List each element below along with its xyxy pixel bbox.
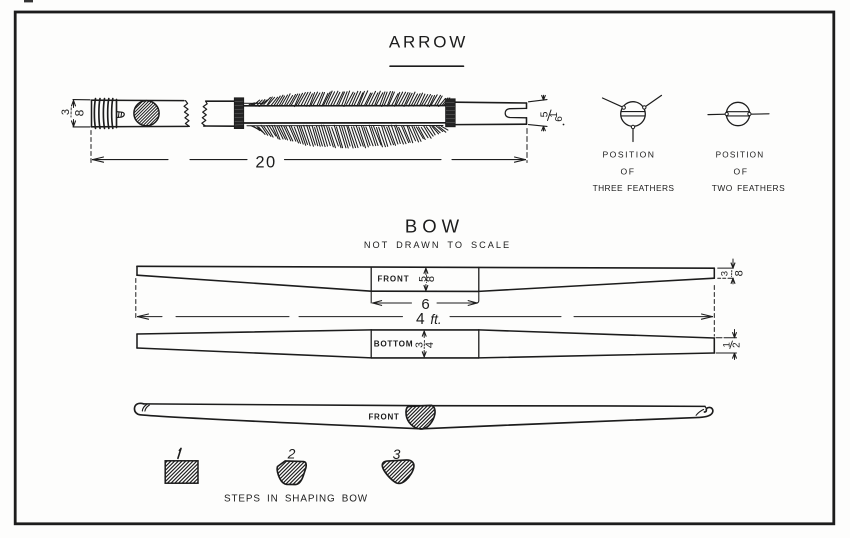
svg-text:OF: OF [621, 167, 636, 177]
svg-text:3: 3 [414, 342, 426, 348]
svg-text:FRONT: FRONT [377, 274, 409, 283]
svg-text:4: 4 [424, 342, 436, 348]
svg-text:6: 6 [554, 116, 565, 122]
svg-text:3: 3 [60, 109, 72, 115]
svg-text:POSITION: POSITION [716, 151, 765, 160]
svg-text:20: 20 [255, 154, 276, 172]
svg-text:NOT DRAWN TO SCALE: NOT DRAWN TO SCALE [364, 240, 511, 250]
svg-text:THREE FEATHERS: THREE FEATHERS [593, 183, 675, 193]
svg-text:6: 6 [421, 296, 429, 313]
svg-text:FRONT: FRONT [368, 412, 399, 421]
svg-text:1: 1 [721, 342, 732, 347]
svg-text:POSITION: POSITION [602, 150, 655, 160]
svg-text:1: 1 [549, 112, 560, 118]
svg-text:5: 5 [539, 111, 551, 117]
svg-text:3: 3 [393, 446, 401, 462]
svg-text:2: 2 [287, 446, 296, 462]
svg-text:ft.: ft. [430, 312, 441, 327]
svg-text:TWO FEATHERS: TWO FEATHERS [712, 183, 785, 193]
svg-text:BOTTOM: BOTTOM [374, 340, 414, 349]
svg-text:5: 5 [417, 276, 429, 282]
svg-text:8: 8 [73, 109, 87, 116]
svg-text:2: 2 [731, 342, 742, 347]
svg-text:4: 4 [416, 311, 425, 328]
svg-text:3: 3 [719, 271, 730, 276]
svg-text:BOW: BOW [405, 216, 464, 237]
svg-text:8: 8 [425, 276, 437, 282]
svg-text:OF: OF [734, 167, 749, 177]
svg-text:STEPS IN SHAPING BOW: STEPS IN SHAPING BOW [224, 494, 368, 505]
svg-text:ARROW: ARROW [389, 33, 468, 52]
svg-text:8: 8 [734, 270, 746, 276]
